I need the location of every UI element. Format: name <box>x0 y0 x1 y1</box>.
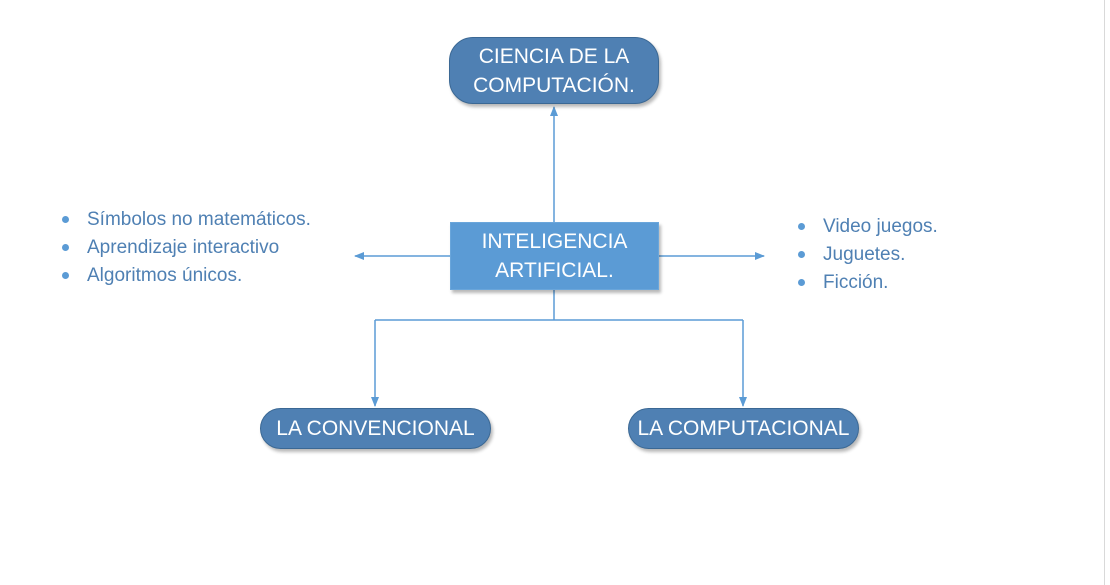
list-item: Ficción. <box>796 269 938 297</box>
node-right-label: LA COMPUTACIONAL <box>637 416 850 440</box>
left-bullet-list: Símbolos no matemáticos. Aprendizaje int… <box>60 206 311 290</box>
list-item: Juguetes. <box>796 241 938 269</box>
node-inteligencia-artificial: INTELIGENCIA ARTIFICIAL. <box>450 222 659 290</box>
node-center-line-1: INTELIGENCIA <box>481 230 628 253</box>
page-edge <box>1104 0 1105 585</box>
node-left-label: LA CONVENCIONAL <box>276 416 475 440</box>
node-center-line-2: ARTIFICIAL. <box>495 259 614 282</box>
node-top-line-1: CIENCIA DE LA <box>478 44 630 68</box>
list-item: Aprendizaje interactivo <box>60 234 311 262</box>
right-bullet-list: Video juegos. Juguetes. Ficción. <box>796 213 938 297</box>
node-ciencia-computacion: CIENCIA DE LA COMPUTACIÓN. <box>449 37 659 104</box>
node-la-convencional: LA CONVENCIONAL <box>260 408 491 449</box>
list-item: Algoritmos únicos. <box>60 262 311 290</box>
list-item: Símbolos no matemáticos. <box>60 206 311 234</box>
node-top-line-2: COMPUTACIÓN. <box>473 73 635 97</box>
list-item: Video juegos. <box>796 213 938 241</box>
node-la-computacional: LA COMPUTACIONAL <box>628 408 859 449</box>
